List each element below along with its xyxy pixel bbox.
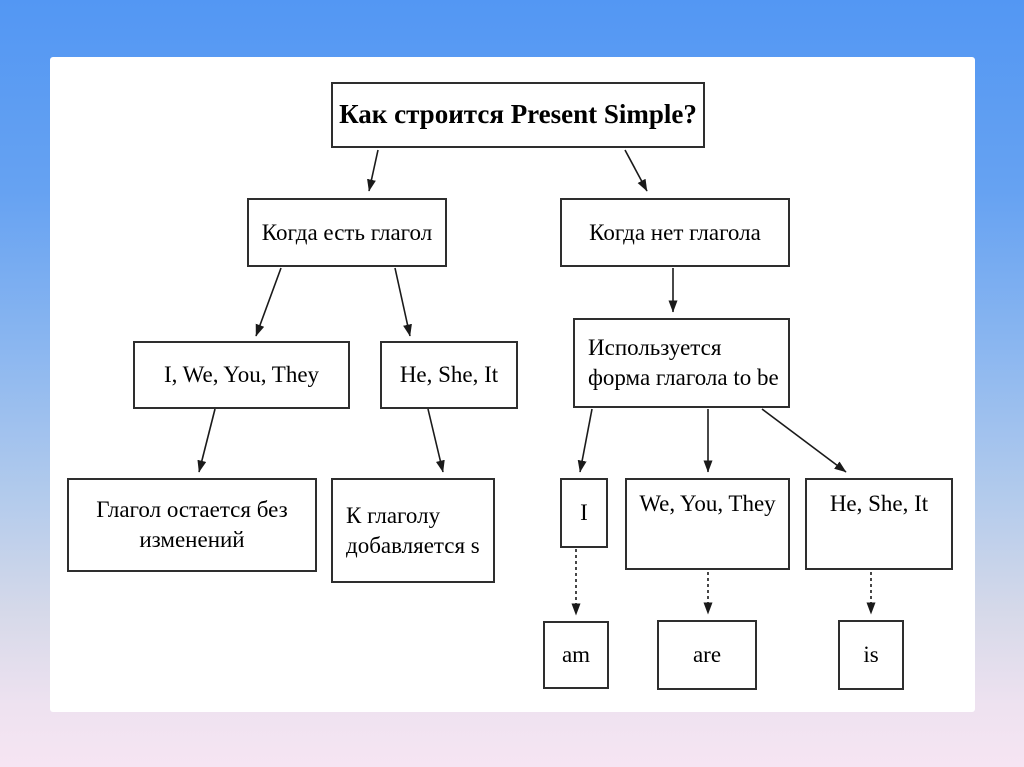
- node-verb-unchanged: Глагол остается без изменений: [67, 478, 317, 572]
- node-when-verb: Когда есть глагол: [247, 198, 447, 267]
- node-are: are: [657, 620, 757, 690]
- node-he-she-it: He, She, It: [380, 341, 518, 409]
- node-when-no-verb: Когда нет глагола: [560, 198, 790, 267]
- node-pronoun-i: I: [560, 478, 608, 548]
- flowchart-title: Как строится Present Simple?: [331, 82, 705, 148]
- node-is: is: [838, 620, 904, 690]
- node-i-we-you-they: I, We, You, They: [133, 341, 350, 409]
- node-verb-adds-s: К глаголу добавляется s: [331, 478, 495, 583]
- node-to-be-form: Используется форма глагола to be: [573, 318, 790, 408]
- node-pronoun-we-you-they: We, You, They: [625, 478, 790, 570]
- node-pronoun-he-she-it: He, She, It: [805, 478, 953, 570]
- node-am: am: [543, 621, 609, 689]
